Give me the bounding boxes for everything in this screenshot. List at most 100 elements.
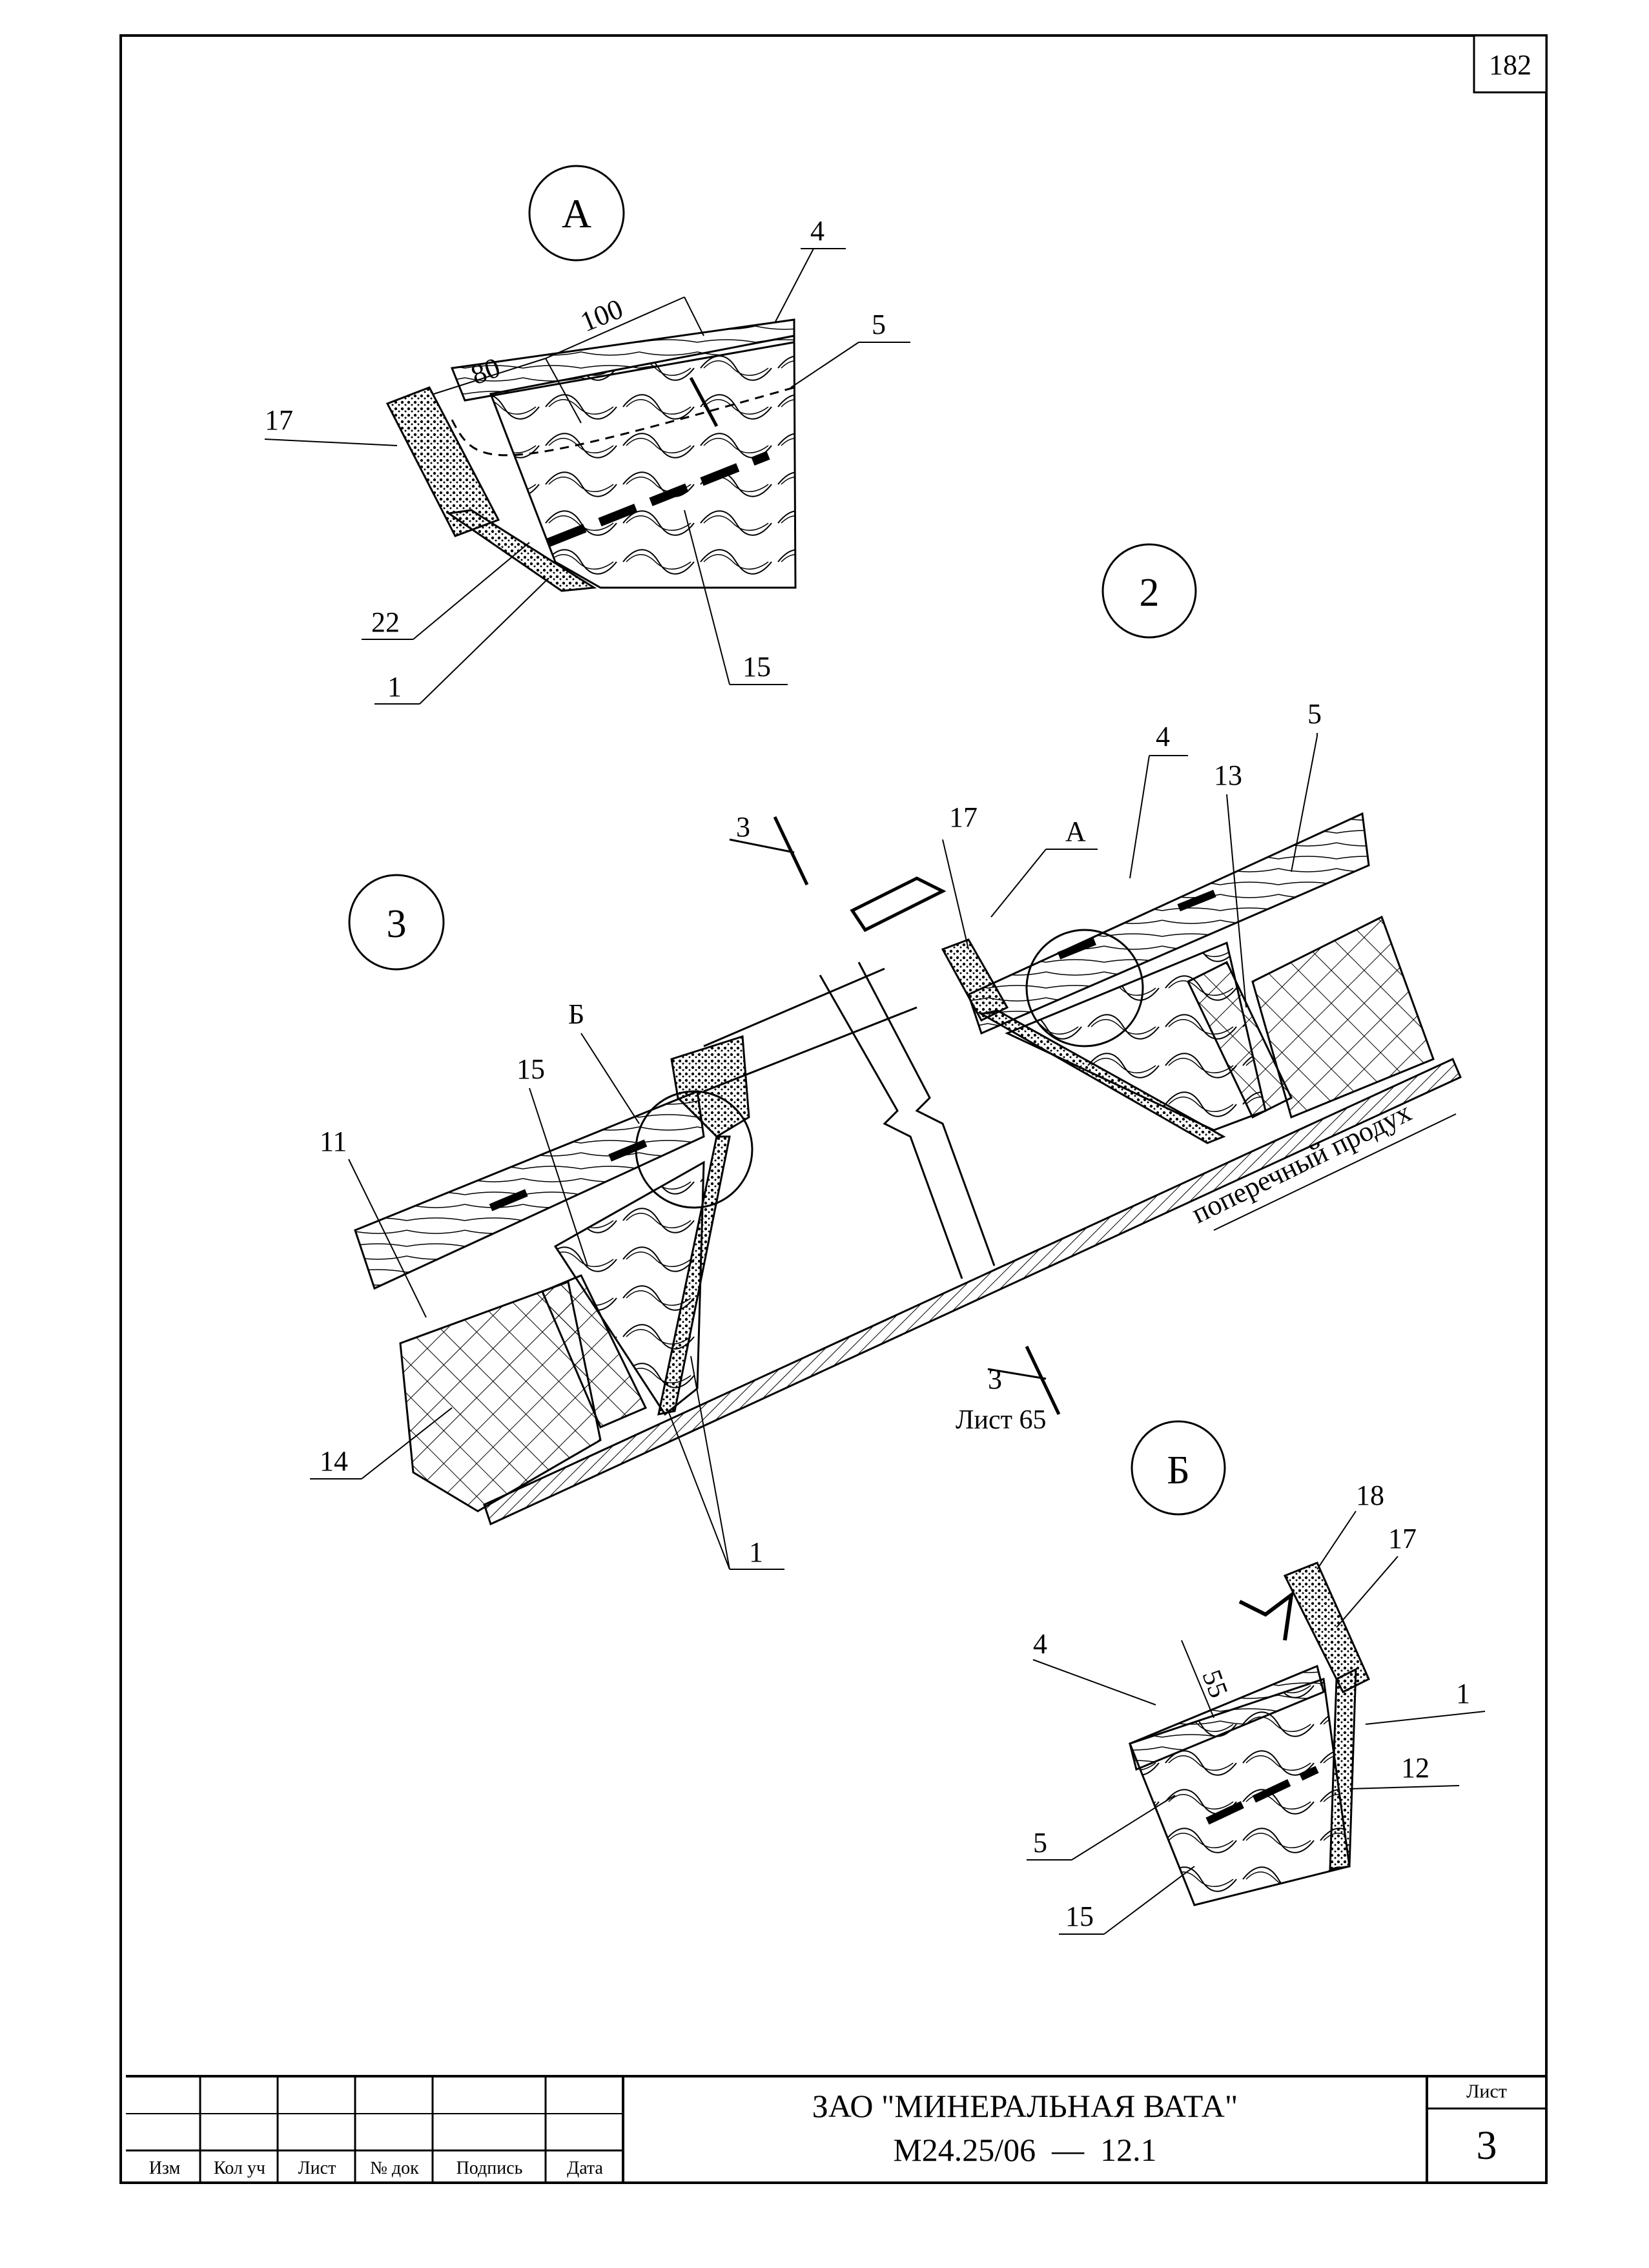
dim-55: 55	[1196, 1666, 1233, 1702]
leader-b-18	[1316, 1510, 1357, 1570]
view-2-circle	[1101, 543, 1197, 639]
callout-a-15: 15	[743, 651, 771, 683]
callout-b-15: 15	[1065, 1901, 1094, 1932]
section-mark-top-arrow	[729, 838, 795, 854]
drawing-frame	[119, 34, 1548, 2184]
callout-a-22: 22	[371, 606, 400, 638]
left-purlin	[541, 1274, 648, 1428]
leader-a-5	[790, 342, 859, 388]
tb-company: ЗАО "МИНЕРАЛЬНАЯ ВАТА"	[812, 2088, 1238, 2124]
dim-80-line	[433, 358, 546, 395]
view-b-circle	[1131, 1420, 1226, 1516]
detail-view-a: А 80 100 4 5 17 22 1	[264, 165, 910, 705]
callout-s-A: А	[1065, 816, 1086, 847]
dim-100: 100	[576, 293, 628, 338]
leader-b-15	[1103, 1866, 1195, 1935]
left-membrane	[489, 1139, 648, 1211]
leader-a-1	[419, 577, 549, 705]
detail-b-seal-17	[1283, 1562, 1370, 1694]
callout-a-5: 5	[872, 309, 886, 340]
leader-s-4-diag	[1129, 755, 1150, 879]
tb-sheet-number: 3	[1476, 2122, 1497, 2168]
ceiling-layer	[483, 1057, 1462, 1526]
left-insulation-14	[399, 1280, 602, 1512]
view-3-label: 3	[387, 902, 407, 946]
leader-s-17	[942, 839, 969, 950]
callout-s-17: 17	[949, 801, 978, 833]
section-mark-bottom-label: 3	[988, 1363, 1002, 1395]
leader-s-B	[580, 1033, 640, 1124]
tb-sheet-label: Лист	[1466, 2081, 1507, 2102]
right-roof-boards	[967, 812, 1370, 1035]
title-block	[126, 2075, 1546, 2183]
callout-s-11: 11	[320, 1126, 347, 1157]
right-purlin	[1187, 960, 1293, 1119]
view-2-label: 2	[1140, 571, 1160, 615]
leader-b-5	[1071, 1795, 1176, 1861]
skylight-profile	[850, 876, 947, 933]
glazing-upper	[703, 967, 885, 1047]
callout-a-1: 1	[387, 671, 402, 703]
detail-b-flashing-1	[1329, 1667, 1357, 1871]
tb-header-date: Дата	[567, 2158, 603, 2178]
break-line-2	[857, 962, 996, 1266]
callout-s-1: 1	[749, 1536, 763, 1568]
section-sheet-ref: Лист 65	[956, 1405, 1046, 1435]
detail-a-membrane	[547, 451, 770, 547]
leader-a-22	[413, 542, 530, 640]
detail-view-b: Б 55 18 17 1 12 4 5 15	[1027, 1420, 1486, 1935]
callout-b-12: 12	[1401, 1752, 1429, 1784]
left-frame-profile	[670, 1035, 750, 1138]
dim-55-line	[1181, 1640, 1214, 1718]
annotation-underline	[1213, 1113, 1457, 1231]
page-number-box	[1473, 34, 1548, 94]
detail-a-dashed-layer	[451, 386, 795, 457]
callout-b-4: 4	[1033, 1628, 1047, 1660]
leader-s-14	[361, 1407, 453, 1479]
tb-doc-code: М24.25/06 — 12.1	[893, 2132, 1157, 2168]
dim-100-ext	[684, 296, 704, 336]
leader-b-4	[1032, 1659, 1156, 1706]
view-a-circle	[528, 165, 625, 262]
callout-b-1: 1	[1456, 1678, 1470, 1709]
detail-b-membrane	[1205, 1766, 1319, 1825]
tb-header-izm: Изм	[149, 2158, 181, 2178]
break-line-1	[819, 974, 963, 1279]
tb-header-signature: Подпись	[456, 2158, 523, 2178]
detail-b-top-board	[1129, 1664, 1325, 1771]
leader-s-1a	[668, 1410, 730, 1570]
leader-a-17	[264, 438, 398, 446]
callout-s-13: 13	[1214, 759, 1242, 791]
tb-header-list: Лист	[298, 2158, 336, 2178]
detail-a-seal-17	[385, 386, 500, 537]
callout-a-4: 4	[810, 215, 824, 247]
callout-s-14: 14	[320, 1445, 348, 1477]
leader-b-17	[1336, 1556, 1398, 1628]
callout-s-15: 15	[517, 1053, 545, 1085]
section-3: 3 3 3 Лист 65	[310, 698, 1462, 1570]
section-mark-top-label: 3	[736, 811, 750, 843]
callout-b-17: 17	[1388, 1523, 1417, 1554]
detail-a-top-board	[450, 318, 795, 402]
callout-b-18: 18	[1356, 1479, 1384, 1511]
leader-a-15	[684, 510, 730, 685]
left-roof-boards	[354, 1089, 705, 1290]
view-3-circle	[348, 874, 445, 971]
callout-s-4: 4	[1156, 721, 1170, 752]
tb-header-kol-uch: Кол уч	[214, 2158, 265, 2178]
detail-a-screw	[689, 376, 719, 428]
leader-b-12	[1349, 1785, 1460, 1789]
callout-s-B: Б	[568, 998, 584, 1030]
section-mark-bottom-arrow	[987, 1368, 1047, 1380]
detail-a-ref-circle	[1025, 929, 1144, 1047]
leader-s-A-diag	[990, 849, 1047, 918]
detail-b-clip	[1238, 1591, 1294, 1641]
tb-header-doc-no: № док	[370, 2158, 419, 2178]
leader-a-4	[774, 248, 814, 324]
detail-b-ref-circle	[635, 1090, 753, 1209]
leader-b-1	[1365, 1711, 1486, 1725]
callout-a-17: 17	[265, 404, 293, 436]
callout-s-5: 5	[1307, 698, 1322, 730]
section-mark-bottom	[1025, 1345, 1061, 1416]
